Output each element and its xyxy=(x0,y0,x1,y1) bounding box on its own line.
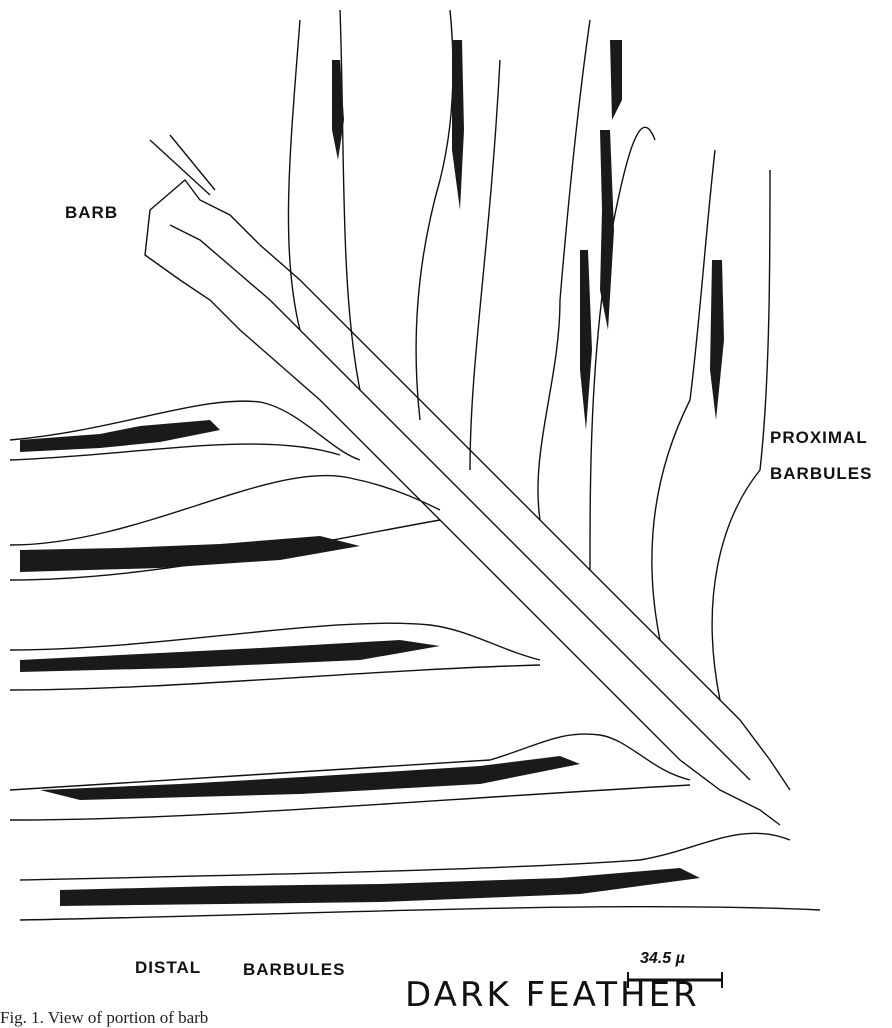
distal-pigment-3 xyxy=(20,640,440,672)
figure-caption: Fig. 1. View of portion of barb xyxy=(0,1008,208,1028)
figure-title: DARK FEATHER xyxy=(405,975,700,1015)
distal-barbules-label: BARBULES xyxy=(243,960,345,980)
distal-pigment-2 xyxy=(20,536,360,572)
barb-shaft xyxy=(145,135,790,825)
distal-label: DISTAL xyxy=(135,958,201,978)
scale-label: 34.5 µ xyxy=(640,950,685,968)
proximal-barbules xyxy=(288,10,770,700)
proximal-label: PROXIMAL xyxy=(770,428,868,448)
proximal-barbules-label: BARBULES xyxy=(770,464,872,484)
proximal-pigment-5 xyxy=(710,260,724,420)
distal-barbules xyxy=(10,401,820,920)
proximal-pigment-4 xyxy=(600,130,614,330)
proximal-pigment-2 xyxy=(452,40,464,210)
distal-pigment-5 xyxy=(60,868,700,906)
proximal-pigment-6 xyxy=(580,250,592,430)
distal-pigment-4 xyxy=(40,756,580,800)
barb-label: BARB xyxy=(65,203,118,223)
proximal-pigment-3 xyxy=(610,40,622,120)
